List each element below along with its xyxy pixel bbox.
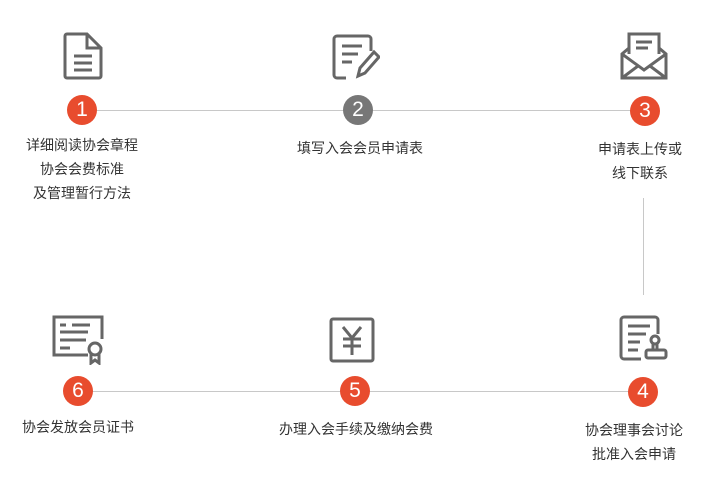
step-4-line-1: 协会理事会讨论 xyxy=(585,423,683,439)
step-number-5: 5 xyxy=(340,376,370,406)
yen-icon xyxy=(329,317,375,363)
stamp-document-icon xyxy=(619,315,668,361)
step-4-line-2: 批准入会申请 xyxy=(592,447,676,463)
step-number-3: 3 xyxy=(630,96,660,126)
edit-form-icon xyxy=(332,34,380,80)
document-icon xyxy=(63,32,103,80)
step-label-4: 协会理事会讨论 批准入会申请 xyxy=(585,419,683,467)
step-5-line-1: 办理入会手续及缴纳会费 xyxy=(279,422,433,438)
envelope-icon xyxy=(620,32,668,80)
step-1-line-2: 协会会费标准 xyxy=(40,162,124,178)
connector-right xyxy=(643,198,644,295)
step-3-line-2: 线下联系 xyxy=(612,166,668,182)
step-number-1: 1 xyxy=(67,95,97,125)
step-label-5: 办理入会手续及缴纳会费 xyxy=(279,418,433,442)
step-3-line-1: 申请表上传或 xyxy=(598,142,682,158)
step-label-1: 详细阅读协会章程 协会会费标准 及管理暂行方法 xyxy=(26,134,138,206)
step-label-6: 协会发放会员证书 xyxy=(22,416,134,440)
step-1-line-3: 及管理暂行方法 xyxy=(33,186,131,202)
step-2-line-1: 填写入会会员申请表 xyxy=(297,141,423,157)
step-6-line-1: 协会发放会员证书 xyxy=(22,420,134,436)
step-number-6: 6 xyxy=(63,376,93,406)
step-1-line-1: 详细阅读协会章程 xyxy=(26,138,138,154)
step-label-3: 申请表上传或 线下联系 xyxy=(598,138,682,186)
certificate-icon xyxy=(52,315,104,365)
step-number-4: 4 xyxy=(628,377,658,407)
step-label-2: 填写入会会员申请表 xyxy=(297,137,423,161)
step-number-2: 2 xyxy=(343,95,373,125)
